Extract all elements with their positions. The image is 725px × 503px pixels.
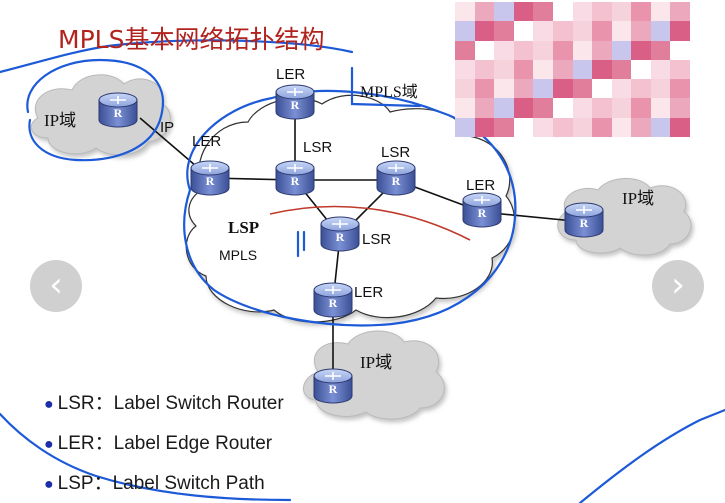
router-ip-right: R [564,202,604,238]
legend-separator: ： [94,433,114,454]
next-slide-button[interactable]: › [652,260,704,312]
page-title: MPLS基本网络拓扑结构 [58,25,325,54]
label-lsp: LSP [228,218,260,237]
annotation-mpls-box [350,66,422,108]
mpls-cloud [185,94,516,323]
router-lsr-right: R [376,160,416,196]
lsp-path [269,205,471,241]
label-ler-left: LER [192,133,222,150]
label-lsr-lower: LSR [362,231,392,248]
label-lsr-middle: LSR [303,139,333,156]
router-ler-top: R [275,84,315,120]
legend-item-lsr: ●LSR：Label Switch Router [44,388,284,415]
label-mpls: MPLS [219,247,258,263]
router-ler-bottom: R [313,282,353,318]
annotation-arc-top [0,39,354,74]
annotation-mark [296,230,306,258]
router-letter: R [392,174,401,188]
annotation-ip-circle [26,58,165,162]
label-lsr-right: LSR [381,144,411,161]
router-ler-right: R [462,192,502,228]
label-ip-link: IP [160,119,175,136]
router-lsr-lower: R [320,216,360,252]
router-ip-left: R [98,92,138,128]
router-ler-left: R [190,160,230,196]
legend-separator: ： [94,393,114,414]
label-mpls-domain: MPLS域 [360,84,418,101]
router-letter: R [291,174,300,188]
router-letter: R [206,174,215,188]
handwritten-annotations [0,39,725,503]
router-letter: R [478,206,487,220]
label-ler-right: LER [466,177,496,194]
routers: R R R R R R R R R R [98,84,604,404]
bullet-icon: ● [44,396,54,413]
router-letter: R [291,98,300,112]
label-ip-domain-bottom: IP域 [360,353,393,372]
legend-full: Label Edge Router [113,433,273,454]
annotation-mpls-ring [183,89,517,327]
router-letter: R [336,230,345,244]
legend-abbr: LSR [57,393,95,414]
legend-separator: ： [93,473,113,494]
legend-full: Label Switch Path [112,473,265,494]
label-ip-domain-left: IP域 [44,111,77,130]
router-letter: R [580,216,589,230]
bullet-icon: ● [44,476,54,493]
router-lsr-middle: R [275,160,315,196]
label-ip-domain-right: IP域 [622,189,655,208]
legend-item-ler: ●LER：Label Edge Router [44,428,272,455]
legend-abbr: LER [57,433,95,454]
router-letter: R [329,382,338,396]
router-ip-bottom: R [313,368,353,404]
bullet-icon: ● [44,436,54,453]
legend-full: Label Switch Router [113,393,284,414]
router-letter: R [114,106,123,120]
legend-abbr: LSP [57,473,94,494]
legend-item-lsp: ●LSP：Label Switch Path [44,468,265,495]
label-ler-top: LER [276,66,306,83]
router-letter: R [329,296,338,310]
blurred-region [455,2,690,137]
prev-slide-button[interactable]: ‹ [30,260,82,312]
annotation-arc-bottom-left [0,412,292,502]
annotation-arc-bottom-right [578,408,725,503]
label-ler-bottom: LER [354,284,384,301]
